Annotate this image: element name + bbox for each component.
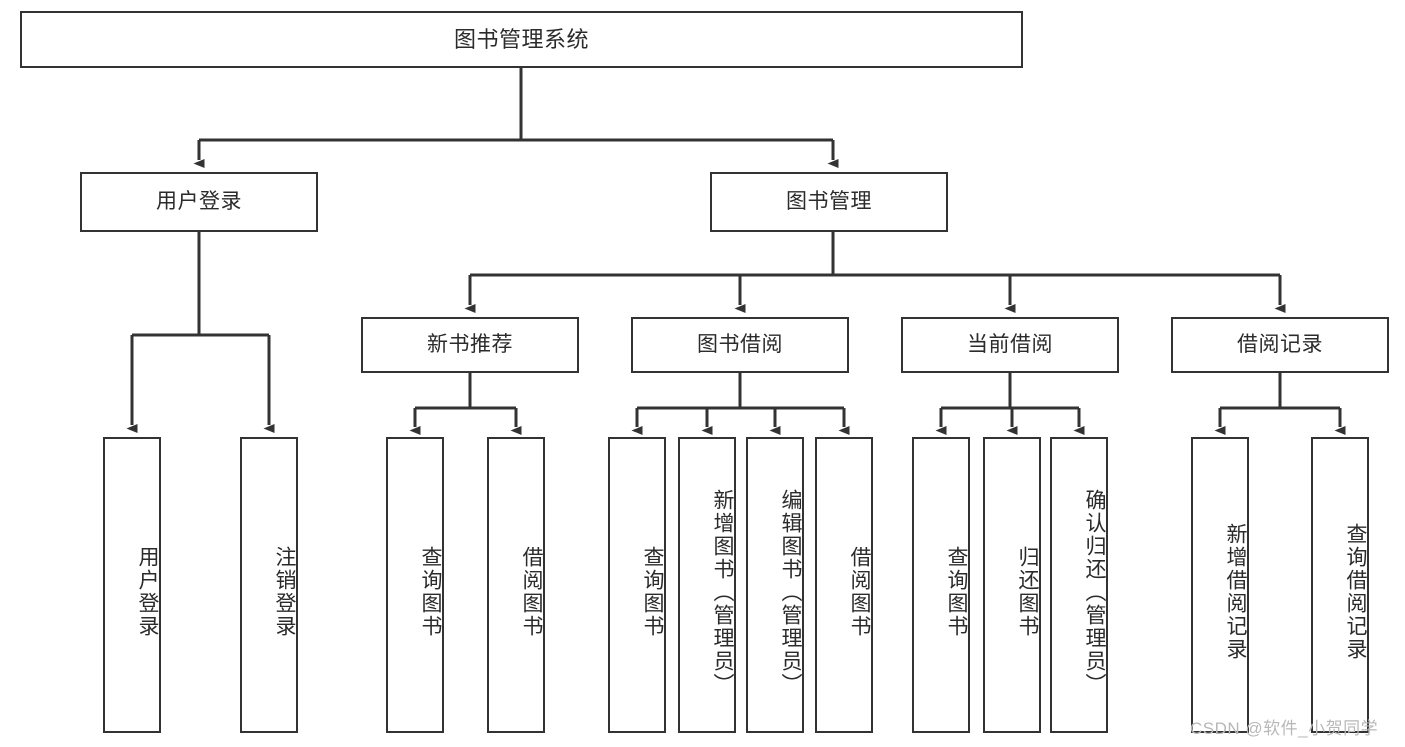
leaf-query-book-new[interactable]: 查询图书: [386, 437, 444, 733]
leaf-add-book-admin[interactable]: 新增图书（管理员）: [678, 437, 736, 733]
leaf-query-borrow-record[interactable]: 查询借阅记录: [1311, 437, 1369, 733]
node-borrow-record[interactable]: 借阅记录: [1171, 317, 1389, 373]
leaf-return-book[interactable]: 归还图书: [983, 437, 1041, 733]
leaf-confirm-return-admin[interactable]: 确认归还（管理员）: [1050, 437, 1108, 733]
node-root[interactable]: 图书管理系统: [20, 11, 1023, 68]
leaf-add-borrow-record[interactable]: 新增借阅记录: [1191, 437, 1249, 733]
leaf-borrow-book-new[interactable]: 借阅图书: [487, 437, 545, 733]
node-new-book-recommend[interactable]: 新书推荐: [361, 317, 579, 373]
watermark: CSDN @软件_小贺同学: [1190, 719, 1379, 738]
leaf-user-login[interactable]: 用户登录: [103, 437, 161, 733]
node-user-login[interactable]: 用户登录: [80, 172, 318, 232]
leaf-query-book-borrow[interactable]: 查询图书: [608, 437, 666, 733]
node-book-management[interactable]: 图书管理: [710, 172, 948, 232]
node-book-borrow[interactable]: 图书借阅: [631, 317, 849, 373]
node-current-borrow[interactable]: 当前借阅: [901, 317, 1119, 373]
leaf-query-book-current[interactable]: 查询图书: [912, 437, 970, 733]
leaf-edit-book-admin[interactable]: 编辑图书（管理员）: [746, 437, 804, 733]
leaf-logout[interactable]: 注销登录: [240, 437, 298, 733]
leaf-borrow-book[interactable]: 借阅图书: [815, 437, 873, 733]
